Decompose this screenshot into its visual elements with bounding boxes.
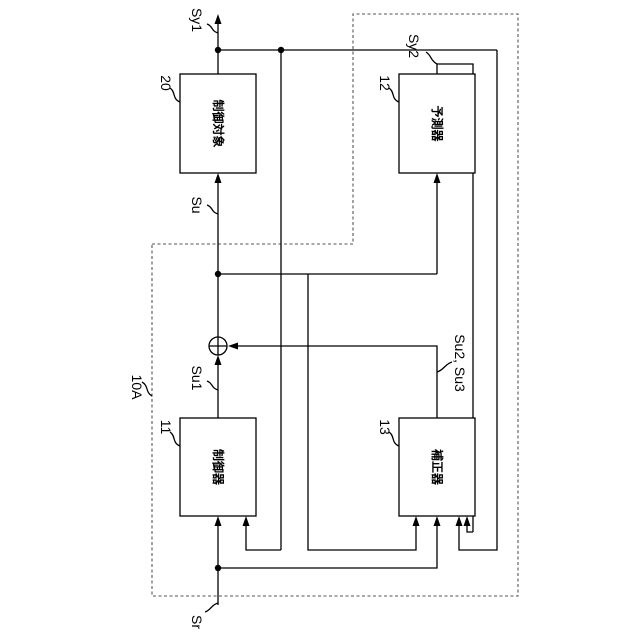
arrow-su-into-corrector (413, 516, 420, 526)
signal-label-su1: Su1 (189, 366, 205, 391)
corrector-name: 補正器 (430, 448, 445, 486)
controlled-object-block: 制御対象 (180, 74, 256, 173)
junction-dot-sr (215, 565, 221, 571)
sr-to-corrector-line (218, 524, 437, 568)
arrow-into-summing-junction (215, 355, 222, 365)
arrow-into-corrector-right (456, 516, 463, 526)
predictor-block: 予測器 (399, 74, 475, 173)
controller-block: 制御器 (180, 418, 256, 516)
leader-su1 (207, 381, 218, 390)
junction-dot-su (215, 271, 221, 277)
system-label-10a: 10A (129, 375, 145, 401)
leader-su (207, 205, 218, 214)
block-number-13: 13 (377, 419, 393, 435)
signal-label-su2-su3: Su2, Su3 (452, 334, 468, 392)
signal-label-sy2: Sy2 (406, 34, 422, 58)
arrow-su2-su3-into-junction (228, 343, 238, 350)
arrow-sr-into-corrector (434, 516, 441, 526)
sy1-output-arrow (215, 14, 222, 24)
leader-sy1 (207, 24, 218, 33)
arrow-into-controlled-object (215, 173, 222, 183)
arrow-into-controller-right (243, 516, 250, 526)
leader-sr (205, 603, 218, 612)
controller-name: 制御器 (211, 449, 226, 486)
junction-dot-sy1 (215, 47, 221, 53)
summing-junction (209, 337, 227, 355)
predictor-name: 予測器 (430, 105, 445, 142)
corrector-block: 補正器 (399, 418, 475, 516)
signal-label-sr: Sr (189, 615, 205, 629)
block-number-11: 11 (158, 420, 174, 435)
arrow-sy2-into-corrector (464, 516, 471, 526)
signal-label-sy1: Sy1 (189, 8, 205, 32)
sy1-to-controller-feedback (246, 524, 281, 550)
arrow-into-controller-left (215, 516, 222, 526)
junction-dot-sy1-feedback (278, 47, 284, 53)
signal-label-su: Su (189, 196, 205, 213)
controlled-object-name: 制御対象 (211, 99, 226, 147)
block-number-20: 20 (158, 75, 174, 91)
leader-su2-su3 (437, 362, 452, 372)
su2-su3-line (236, 346, 437, 418)
block-number-12: 12 (377, 75, 393, 91)
leader-sy2 (426, 52, 437, 64)
arrow-into-predictor (434, 173, 441, 183)
